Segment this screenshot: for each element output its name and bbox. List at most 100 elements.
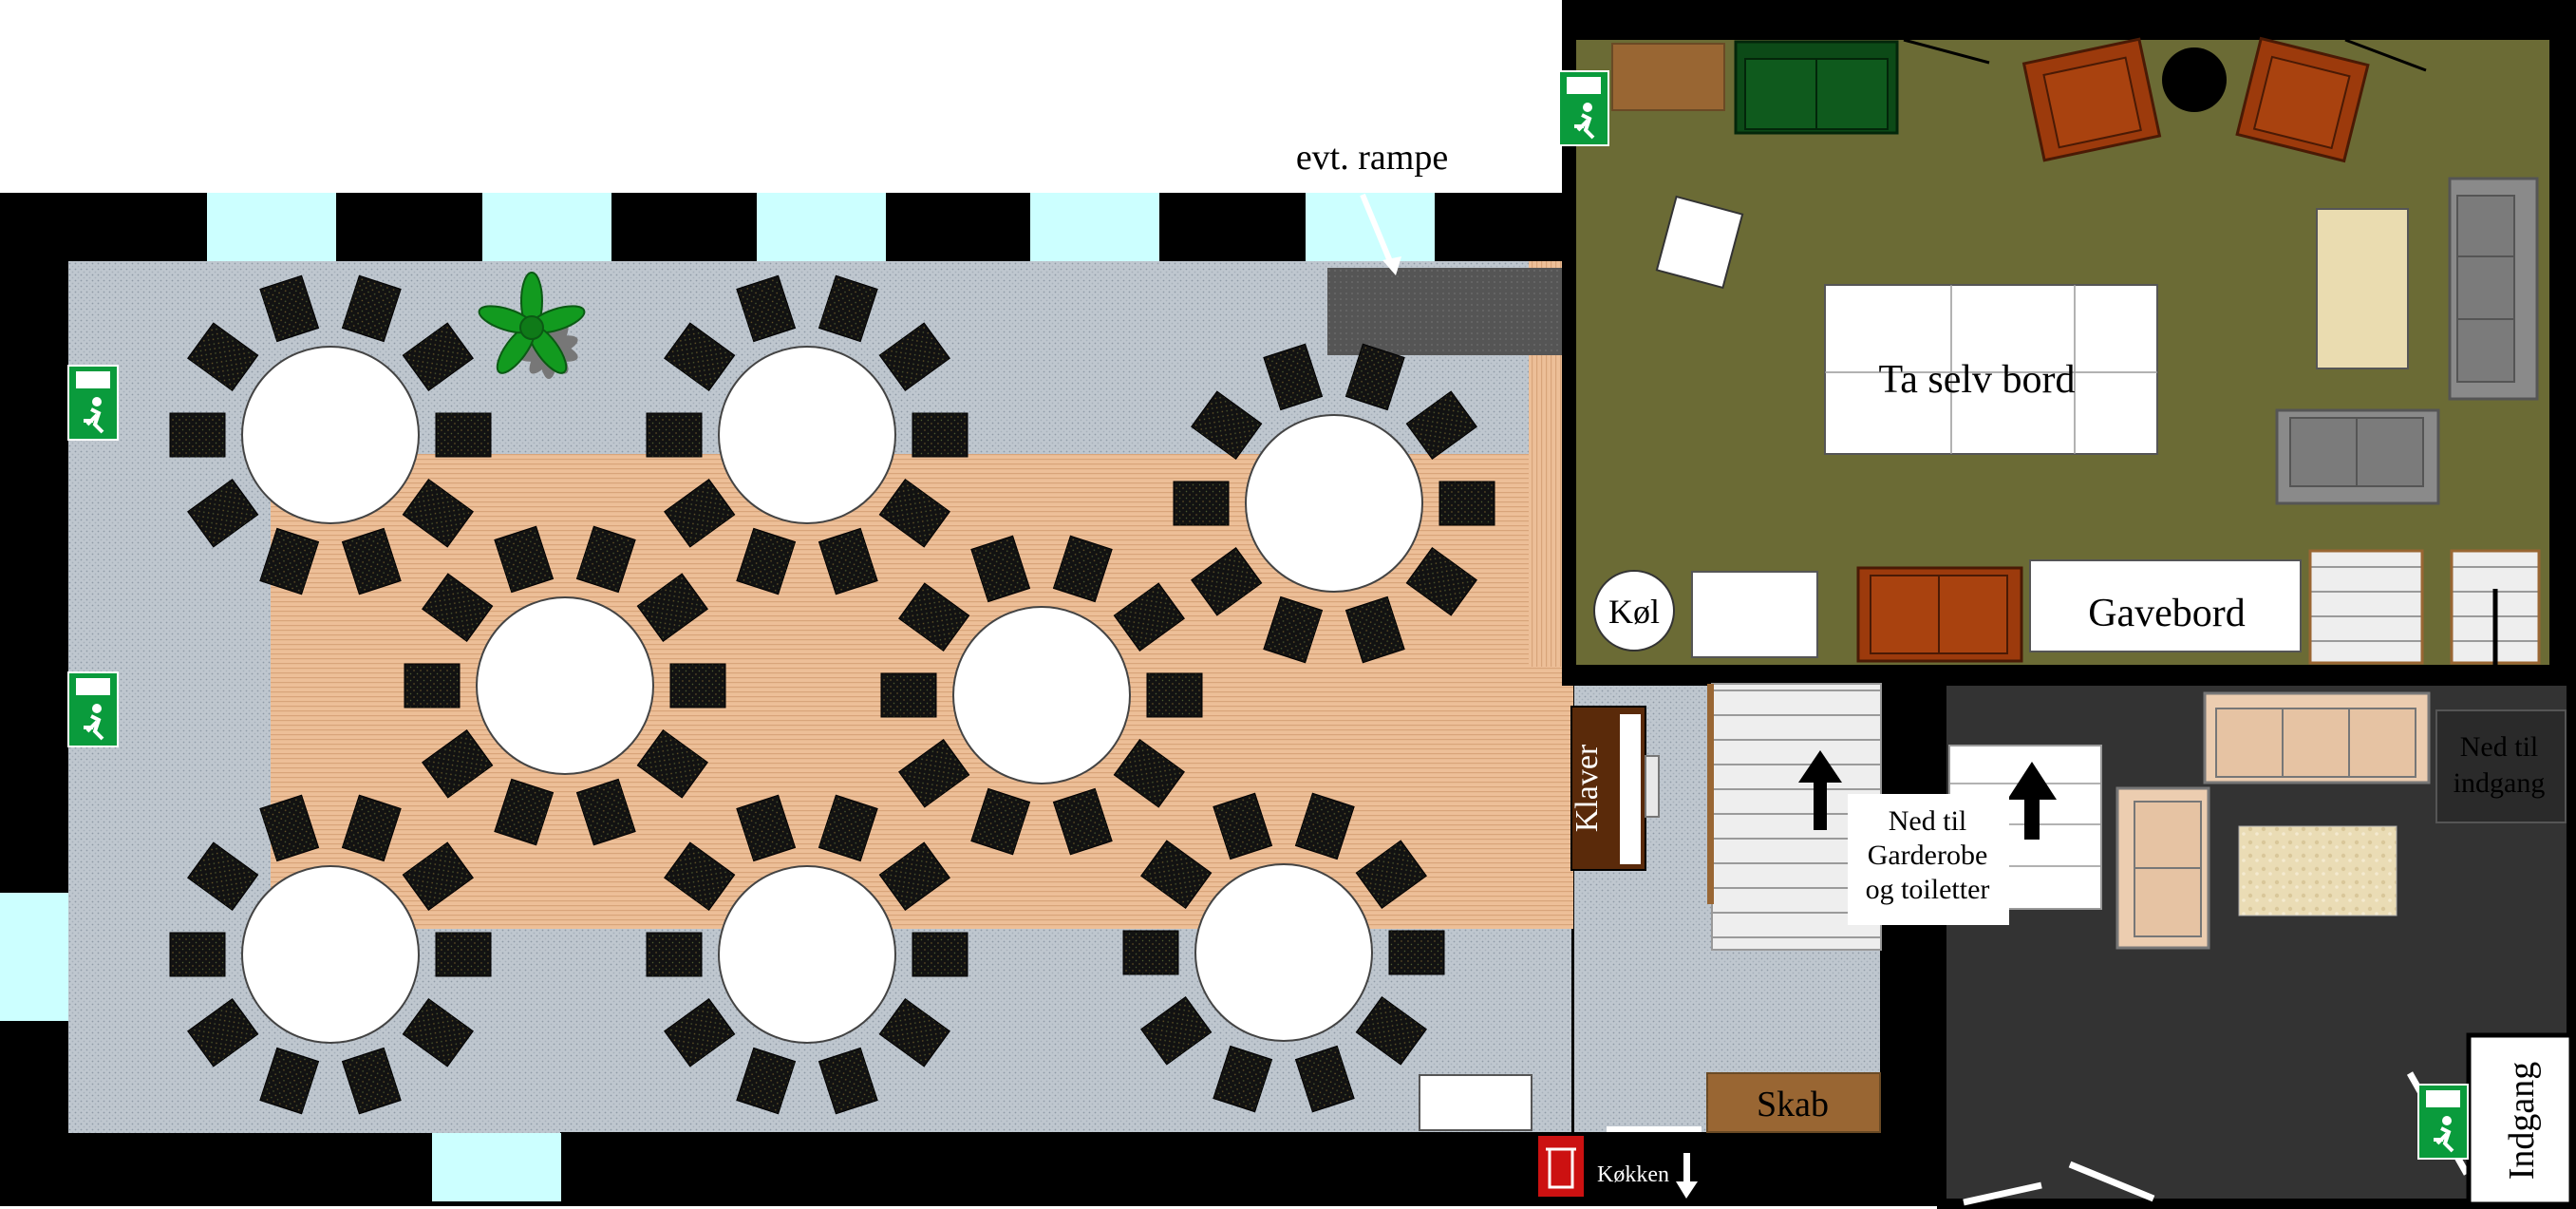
chair	[970, 535, 1031, 603]
chair	[402, 997, 474, 1067]
down-to-entrance-box	[2435, 709, 2567, 823]
chair	[341, 1047, 402, 1115]
chair	[259, 1047, 320, 1115]
window	[207, 193, 336, 261]
fridge	[1593, 570, 1675, 652]
chair	[187, 841, 259, 912]
red-sofa	[1856, 566, 2023, 663]
window	[0, 893, 68, 1021]
chair	[404, 663, 461, 708]
round-table-3	[1173, 343, 1495, 664]
arrow-icon	[1798, 750, 1842, 830]
chair	[1263, 343, 1324, 411]
chair	[169, 412, 226, 458]
chair	[880, 672, 937, 718]
chair	[1355, 995, 1427, 1066]
sideboard	[1611, 43, 1725, 111]
chair	[736, 527, 797, 595]
cabinet-label: Skab	[1757, 1085, 1829, 1124]
piano-keys	[1620, 714, 1641, 864]
chair	[402, 322, 474, 392]
table-top	[1245, 414, 1423, 593]
passage-bottom-wall	[560, 1132, 1945, 1206]
table-top	[1194, 863, 1373, 1042]
round-side-table	[2162, 47, 2227, 112]
cabinet	[1706, 1072, 1881, 1133]
chair	[1344, 343, 1405, 411]
chair	[664, 478, 736, 548]
window	[757, 193, 886, 261]
chair	[259, 794, 320, 862]
chair	[1113, 738, 1185, 808]
down-to-entrance-label: indgang	[2454, 767, 2546, 799]
entrance-box	[2466, 1032, 2574, 1207]
chair	[1213, 792, 1273, 860]
chair	[736, 794, 797, 862]
round-table-1	[169, 274, 492, 595]
chair	[575, 778, 636, 846]
door-line	[1903, 38, 1990, 65]
chair	[818, 1047, 878, 1115]
chair	[341, 274, 402, 343]
chair	[1438, 481, 1495, 526]
chair	[1140, 995, 1213, 1066]
chair	[1146, 672, 1203, 718]
chair	[664, 322, 736, 392]
rug	[2238, 825, 2397, 916]
armchair	[2021, 37, 2162, 162]
chair	[187, 997, 259, 1067]
green-sofa	[1734, 40, 1899, 135]
entrance-label: Indgang	[2502, 1062, 2542, 1181]
chair	[1122, 930, 1179, 975]
window	[482, 193, 611, 261]
fridge-label: Køl	[1608, 593, 1660, 631]
chair	[669, 663, 726, 708]
down-to-cloakroom-label: Ned til	[1889, 805, 1967, 837]
piano-label: Klaver	[1570, 744, 1605, 832]
paper-sheet	[1655, 195, 1744, 290]
chair	[1405, 390, 1477, 461]
chair	[818, 274, 878, 343]
chair	[341, 794, 402, 862]
buffet-table	[1824, 284, 2158, 455]
ramp-label: evt. rampe	[1296, 138, 1448, 178]
round-tables	[169, 274, 1495, 1115]
grey-sofa	[2448, 177, 2539, 401]
round-table-5	[880, 535, 1203, 856]
piano-bench	[1645, 755, 1660, 818]
lounge: Ned til Garderobe og toiletter Ned til i…	[1848, 665, 2576, 1209]
chair	[646, 412, 703, 458]
chair	[341, 527, 402, 595]
chair	[1263, 595, 1324, 664]
window	[1030, 193, 1159, 261]
buffet-room: Ta selv bord Køl Gavebord	[1558, 0, 2576, 720]
coffee-table	[2316, 208, 2409, 369]
white-table	[1691, 571, 1818, 658]
chair	[878, 841, 950, 912]
chair	[878, 997, 950, 1067]
round-table-7	[646, 794, 968, 1115]
chair	[402, 841, 474, 912]
round-table-6	[169, 794, 492, 1115]
chair	[664, 841, 736, 912]
round-table-4	[404, 525, 726, 846]
chair	[818, 527, 878, 595]
table-top	[476, 596, 654, 775]
chair	[898, 582, 970, 652]
window	[432, 1133, 561, 1201]
chair	[1191, 546, 1263, 616]
emergency-exit-icon	[1558, 70, 1609, 146]
round-table-2	[646, 274, 968, 595]
fire-extinguisher-icon	[1538, 1136, 1584, 1197]
stair-rail	[1707, 684, 1714, 904]
chair	[878, 478, 950, 548]
ramp	[1327, 268, 1570, 355]
chair	[646, 932, 703, 977]
chair	[435, 932, 492, 977]
chair	[575, 525, 636, 594]
window	[1306, 193, 1435, 261]
chair	[169, 932, 226, 977]
chair	[422, 573, 494, 643]
chair	[187, 478, 259, 548]
chair	[1344, 595, 1405, 664]
